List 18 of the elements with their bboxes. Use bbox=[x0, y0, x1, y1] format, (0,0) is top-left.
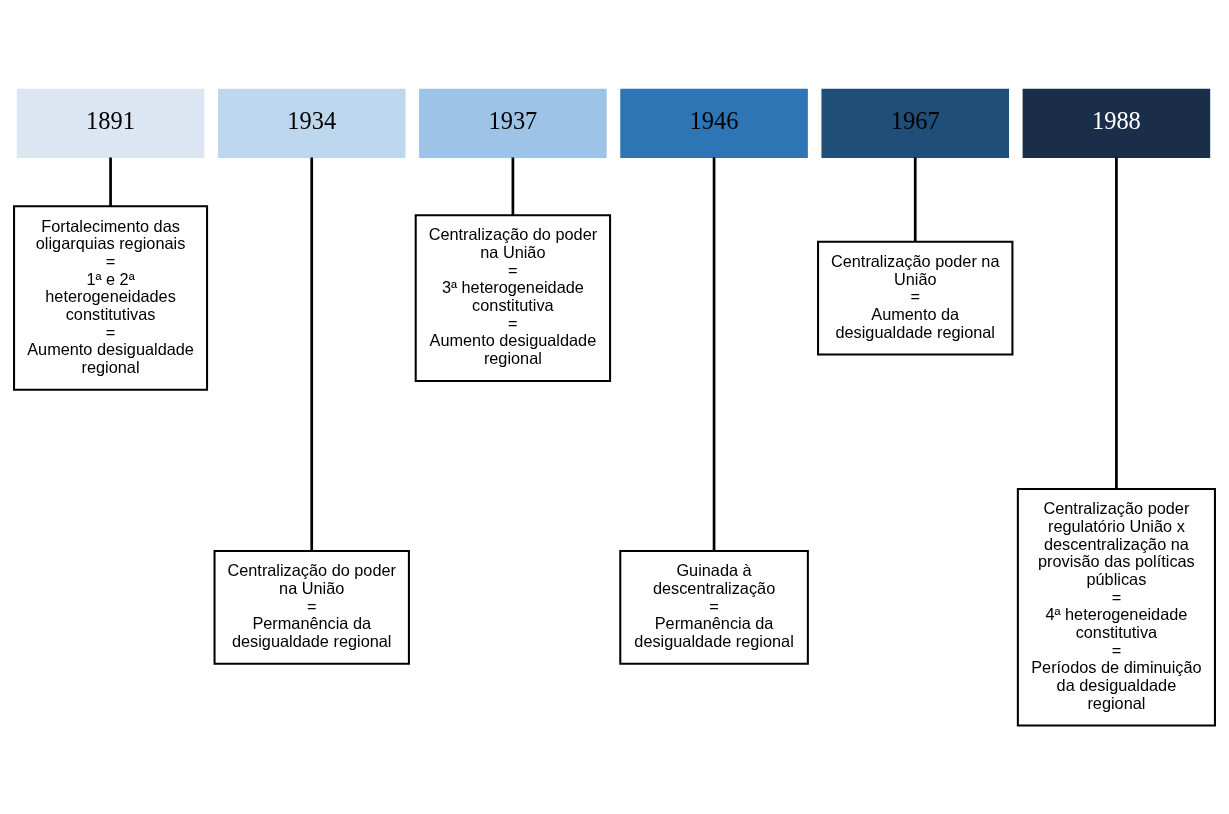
node-box: 1934 bbox=[217, 88, 406, 158]
node-box: 1967 bbox=[821, 88, 1009, 158]
node-box: Guinada à descentralização = Permanência da desigualdade regional bbox=[619, 549, 809, 665]
connector bbox=[310, 156, 314, 550]
node-box: 1937 bbox=[419, 88, 607, 158]
node-box: Centralização do poder na União = Permanência da desigualdade regional bbox=[213, 549, 410, 665]
connector bbox=[1115, 156, 1118, 489]
connector bbox=[109, 157, 112, 206]
connector bbox=[712, 156, 716, 550]
node-box: Centralização do poder na União = 3ª heterogeneidade constitutiva = Aumento desigualdade regional bbox=[414, 213, 612, 382]
node-box: Centralização poder regulatório União x descentralização na provisão das políticas públicas = 4ª heterogeneidade constitutiva = Períodos de diminuição da desigualdade regional bbox=[1016, 487, 1216, 727]
node-box: Fortalecimento das oligarquias regionais = 1ª e 2ª heterogeneidades constitutivas = Aumento desigualdade regional bbox=[13, 204, 209, 391]
node-box: 1891 bbox=[16, 88, 205, 158]
node-box: 1946 bbox=[620, 88, 808, 158]
node-box: 1988 bbox=[1022, 88, 1211, 158]
connector bbox=[511, 157, 515, 215]
connector bbox=[913, 157, 917, 241]
node-box: Centralização poder na União = Aumento da desigualdade regional bbox=[817, 240, 1014, 355]
